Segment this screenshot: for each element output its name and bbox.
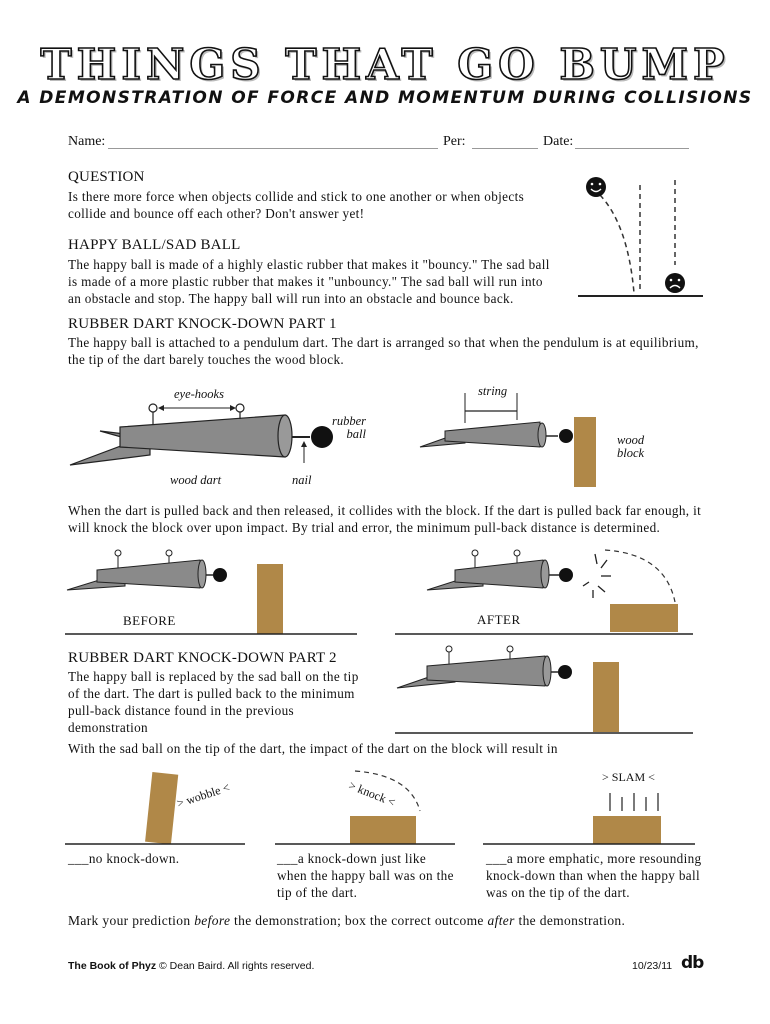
sad-ball-icon bbox=[558, 665, 572, 679]
pendulum-dart-body bbox=[444, 421, 541, 448]
happy-ball-icon bbox=[213, 568, 227, 582]
dart-diagram bbox=[69, 403, 333, 466]
impact-burst-icon bbox=[582, 553, 611, 598]
after-diagram bbox=[395, 549, 693, 635]
knock-arc bbox=[354, 770, 421, 812]
label-rubber-ball: rubber ball bbox=[331, 414, 366, 441]
before-label: BEFORE bbox=[123, 613, 176, 628]
label-wood-block: wood block bbox=[617, 433, 645, 460]
happy-fall-path bbox=[599, 194, 635, 294]
option-emphatic-knockdown[interactable]: ___a more emphatic, more resounding knoc… bbox=[486, 851, 702, 900]
option-no-knockdown[interactable]: ___no knock-down. bbox=[68, 851, 180, 866]
question-heading: QUESTION bbox=[68, 169, 145, 185]
page-subtitle: A DEMONSTRATION OF FORCE AND MOMENTUM DU… bbox=[17, 88, 753, 108]
label-string: string bbox=[478, 384, 508, 398]
sad-ball-diagram bbox=[395, 645, 693, 734]
part1-heading: RUBBER DART KNOCK-DOWN PART 1 bbox=[68, 316, 337, 332]
rubber-ball-icon bbox=[311, 426, 333, 448]
instruction: Mark your prediction before the demonstr… bbox=[68, 913, 626, 928]
footer-credit: The Book of Phyz © Dean Baird. All right… bbox=[68, 960, 315, 972]
wood-block bbox=[574, 417, 596, 487]
part2-text: The happy ball is replaced by the sad ba… bbox=[68, 669, 359, 735]
sad-ball-icon bbox=[665, 273, 685, 293]
bounce-diagram bbox=[578, 177, 703, 297]
happy-sad-heading: HAPPY BALL/SAD BALL bbox=[68, 237, 241, 253]
wood-block-knock bbox=[350, 816, 416, 844]
fall-arc bbox=[604, 549, 676, 603]
date-label: Date: bbox=[543, 134, 574, 149]
eye-hook-right bbox=[235, 403, 245, 413]
dart-end bbox=[277, 414, 293, 458]
happy-ball-icon bbox=[586, 177, 606, 197]
outcome-diagrams bbox=[65, 770, 695, 845]
label-nail: nail bbox=[292, 473, 312, 487]
happy-sad-text: The happy ball is made of a highly elast… bbox=[68, 257, 550, 306]
wood-block bbox=[257, 564, 283, 634]
footer-date: 10/23/11 bbox=[632, 960, 673, 972]
part1-text: The happy ball is attached to a pendulum… bbox=[68, 335, 699, 367]
db-logo: db bbox=[681, 953, 704, 973]
eye-hook-left bbox=[148, 403, 158, 413]
pendulum-diagram bbox=[419, 393, 596, 487]
part2-prompt: With the sad ball on the tip of the dart… bbox=[68, 741, 558, 756]
happy-ball-icon bbox=[559, 568, 573, 582]
page-title: THINGS THAT GO BUMP bbox=[40, 39, 730, 90]
option-same-knockdown[interactable]: ___a knock-down just like when the happy… bbox=[277, 851, 454, 900]
slam-lines bbox=[609, 793, 659, 811]
pendulum-ball-icon bbox=[559, 429, 573, 443]
name-field[interactable] bbox=[108, 134, 438, 149]
per-field[interactable] bbox=[472, 134, 538, 149]
name-label: Name: bbox=[68, 134, 106, 149]
part1-text2: When the dart is pulled back and then re… bbox=[68, 503, 702, 535]
wood-block bbox=[593, 662, 619, 732]
after-label: AFTER bbox=[477, 612, 521, 627]
date-field[interactable] bbox=[575, 134, 689, 149]
label-eye-hooks: eye-hooks bbox=[174, 387, 224, 401]
question-text: Is there more force when objects collide… bbox=[68, 189, 525, 221]
wood-block-wobble bbox=[145, 772, 179, 845]
label-wood-dart: wood dart bbox=[170, 473, 222, 487]
wood-block bbox=[610, 604, 678, 632]
before-diagram bbox=[65, 549, 357, 635]
per-label: Per: bbox=[443, 134, 466, 149]
wood-block-slam bbox=[593, 816, 661, 844]
slam-label: > SLAM < bbox=[602, 770, 655, 784]
part2-heading: RUBBER DART KNOCK-DOWN PART 2 bbox=[68, 650, 337, 666]
